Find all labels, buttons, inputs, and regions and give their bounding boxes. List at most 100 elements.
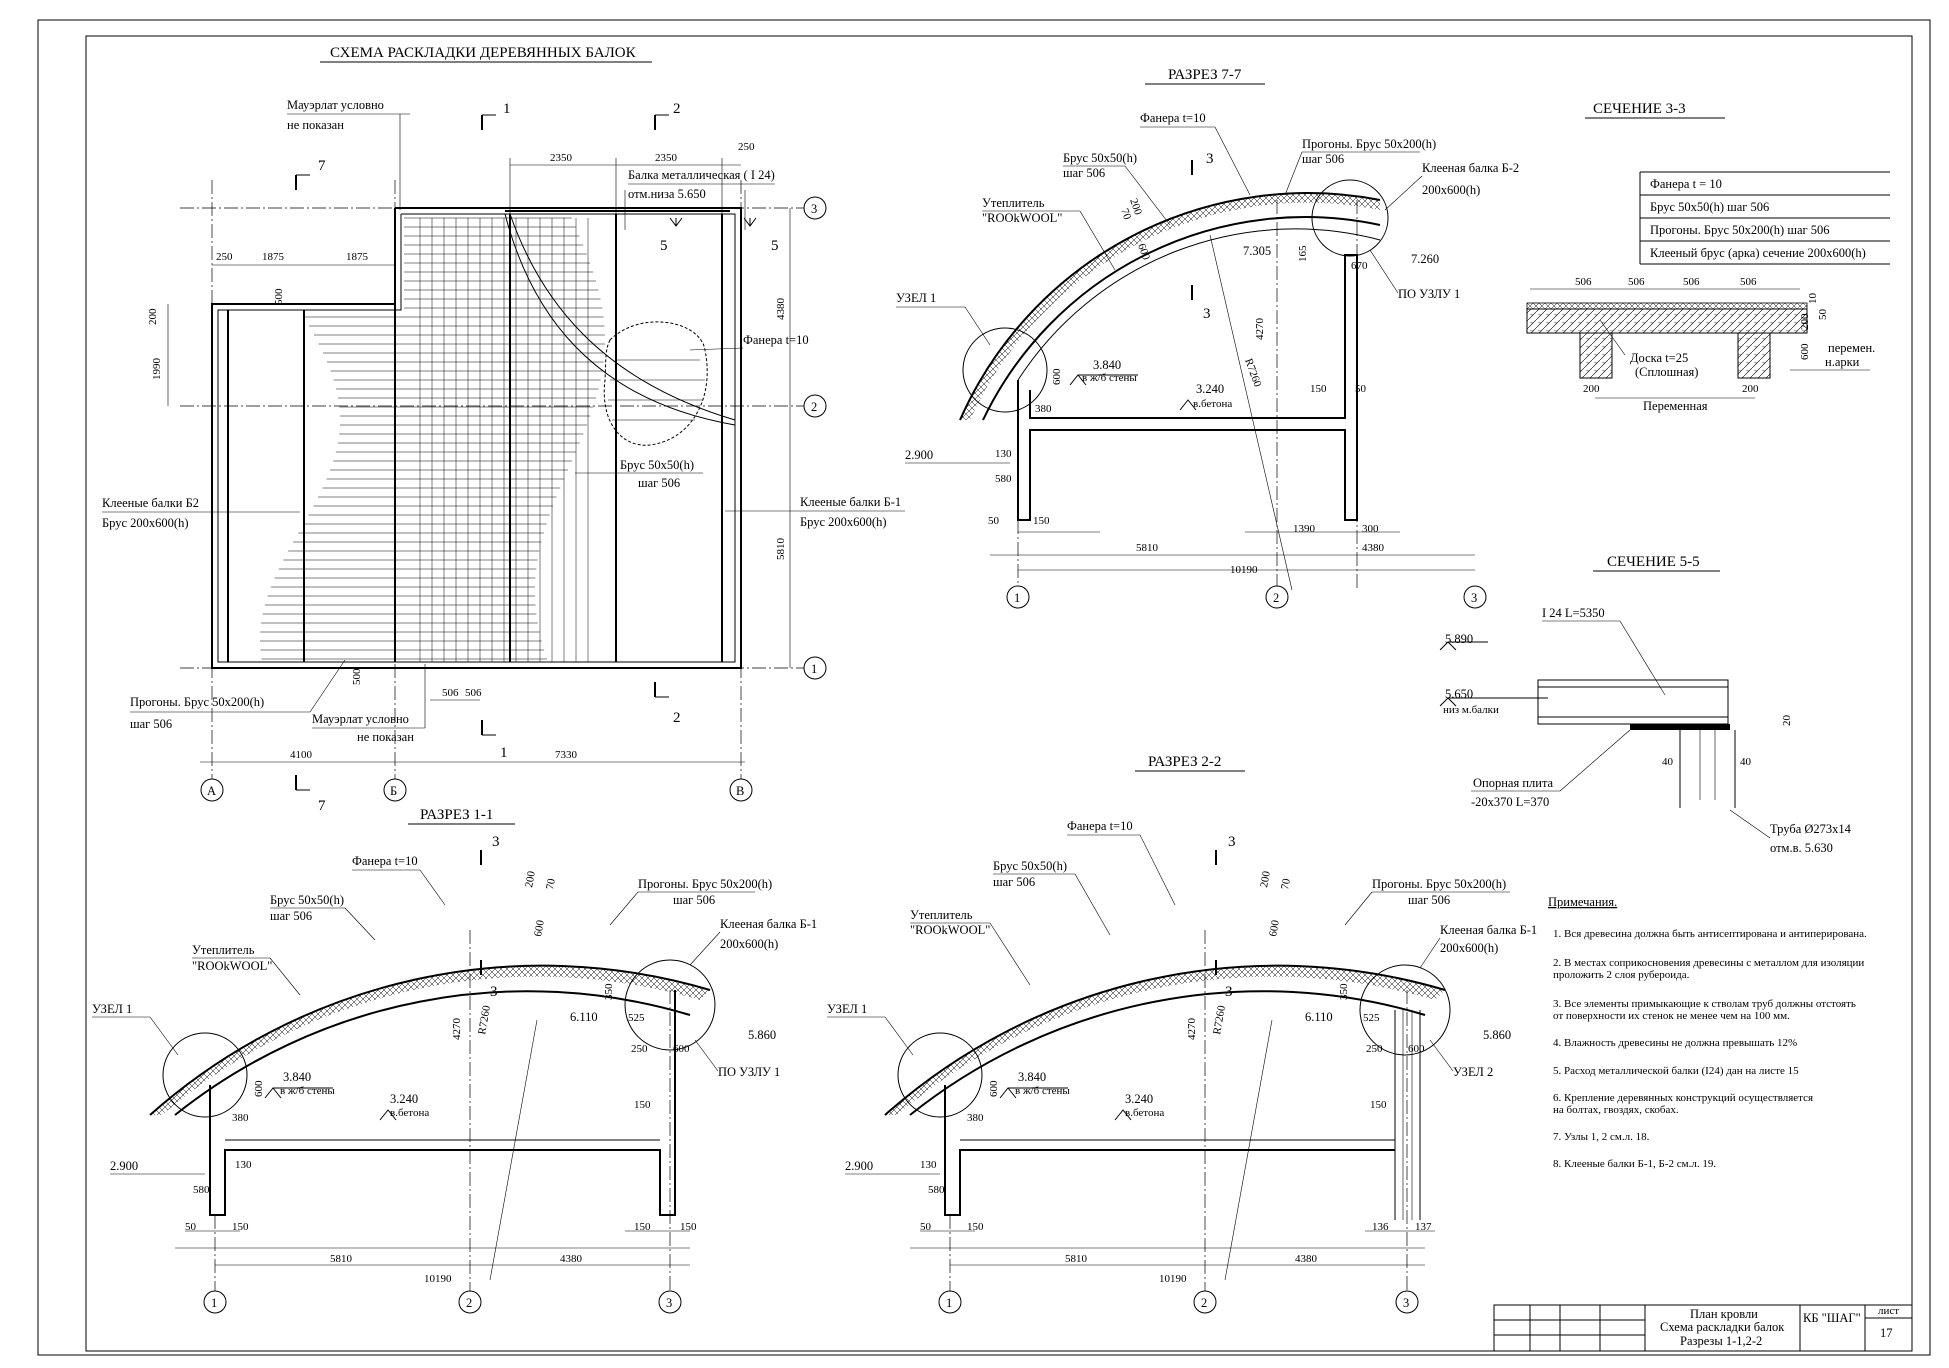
sec11-axis-3: 3 [658,1290,682,1314]
svg-text:Прогоны. Брус 50х200(h): Прогоны. Брус 50х200(h) [638,877,772,891]
svg-text:не показан: не показан [287,118,344,132]
svg-text:3: 3 [1471,591,1477,605]
inner-frame [85,35,1913,1352]
svg-text:отм.в. 5.630: отм.в. 5.630 [1770,841,1833,855]
plan-axis-b: Б [383,778,407,802]
svg-text:2350: 2350 [550,152,573,164]
svg-text:200: 200 [1742,383,1759,395]
svg-text:3: 3 [1228,834,1236,850]
svg-text:Фанера t=10: Фанера t=10 [743,333,809,347]
svg-text:шаг 506: шаг 506 [638,476,680,490]
sec22-axis-3: 3 [1395,1290,1419,1314]
svg-text:6.110: 6.110 [1305,1010,1333,1024]
svg-text:3: 3 [490,984,498,1000]
svg-text:в ж/б стены: в ж/б стены [1015,1085,1070,1097]
svg-text:Труба Ø273х14: Труба Ø273х14 [1770,822,1852,836]
svg-text:3: 3 [1203,306,1211,322]
plan-axis-1: 1 [803,656,827,680]
svg-text:5810: 5810 [330,1253,353,1265]
svg-text:130: 130 [235,1159,252,1171]
svg-text:3.840: 3.840 [1093,358,1121,372]
svg-text:УЗЕЛ 1: УЗЕЛ 1 [896,291,936,305]
svg-text:4380: 4380 [560,1253,583,1265]
svg-text:Фанера t=10: Фанера t=10 [1067,819,1133,833]
svg-text:1: 1 [1014,591,1020,605]
svg-text:580: 580 [928,1184,945,1196]
svg-text:в ж/б стены: в ж/б стены [1082,372,1137,384]
cut-2-bottom: 2 [654,682,681,726]
svg-text:506: 506 [1740,276,1757,288]
svg-text:Опорная плита: Опорная плита [1473,776,1554,790]
svg-text:Клееный брус (арка) сечение 2: Клееный брус (арка) сечение 200х600(h) [1650,246,1866,260]
svg-text:250: 250 [738,141,755,153]
svg-text:Клееная балка Б-1: Клееная балка Б-1 [1440,923,1537,937]
svg-text:3: 3 [666,1296,672,1310]
svg-text:Брус 50х50(h): Брус 50х50(h) [1063,151,1137,165]
svg-text:1875: 1875 [262,251,285,263]
svg-text:580: 580 [995,473,1012,485]
svg-text:5810: 5810 [1065,1253,1088,1265]
svg-text:СЕЧЕНИЕ 3-3: СЕЧЕНИЕ 3-3 [1593,101,1686,117]
plan-axis-2: 2 [803,394,827,418]
stamp-line3: Разрезы 1-1,2-2 [1680,1334,1762,1348]
svg-text:600: 600 [532,919,547,938]
svg-text:1875: 1875 [346,251,369,263]
svg-text:600: 600 [988,1080,1000,1097]
svg-text:Б: Б [390,784,397,798]
svg-text:7.305: 7.305 [1243,244,1271,258]
cut-7-top: 7 [295,158,326,190]
svg-text:137: 137 [1415,1221,1432,1233]
svg-text:250: 250 [216,251,233,263]
svg-text:УЗЕЛ 1: УЗЕЛ 1 [92,1002,132,1016]
svg-text:350: 350 [1338,983,1350,1000]
svg-text:1990: 1990 [151,358,163,381]
svg-text:5810: 5810 [1136,542,1159,554]
glued-beams [227,214,723,662]
svg-text:3: 3 [1403,1296,1409,1310]
svg-text:50: 50 [185,1221,197,1233]
svg-text:200: 200 [1799,313,1811,330]
section-7-7: РАЗРЕЗ 7-7 1 2 3 Фанера t=10 Брус 50х50(… [896,67,1519,609]
svg-text:500: 500 [273,288,285,305]
svg-text:А: А [207,784,216,798]
sec77-axis-1: 1 [1006,585,1030,609]
svg-text:в.бетона: в.бетона [1125,1107,1164,1119]
stamp-line1: План кровли [1690,1307,1758,1321]
svg-text:670: 670 [1351,260,1368,272]
section-3-3: СЕЧЕНИЕ 3-3 Фанера t = 10 Брус 50х50(h) … [1526,101,1890,413]
svg-text:Брус 200х600(h): Брус 200х600(h) [800,515,887,529]
svg-text:130: 130 [920,1159,937,1171]
svg-text:200: 200 [1583,383,1600,395]
svg-text:50: 50 [1355,383,1367,395]
sec11-axis-1: 1 [203,1290,227,1314]
sec22-axis-2: 2 [1193,1290,1217,1314]
svg-text:200х600(h): 200х600(h) [720,937,778,951]
cut-5-left: 5 [660,238,668,254]
svg-text:10190: 10190 [1159,1273,1187,1285]
svg-text:Брус 50х50(h): Брус 50х50(h) [270,893,344,907]
svg-text:506: 506 [1683,276,1700,288]
svg-text:В: В [736,784,744,798]
svg-text:Брус 50х50(h) шаг 506: Брус 50х50(h) шаг 506 [1650,200,1769,214]
svg-text:150: 150 [967,1221,984,1233]
sec77-axis-3: 3 [1463,585,1487,609]
svg-text:380: 380 [232,1112,249,1124]
cut-2-top: 2 [654,101,681,130]
svg-text:Клееная балка Б-1: Клееная балка Б-1 [720,917,817,931]
svg-text:в.бетона: в.бетона [1193,398,1232,410]
svg-text:380: 380 [967,1112,984,1124]
svg-text:1390: 1390 [1293,523,1316,535]
cut-7-bottom: 7 [295,775,326,814]
svg-text:шаг 506: шаг 506 [673,893,715,907]
svg-text:проложить 2 слоя рубероида.: проложить 2 слоя рубероида. [1553,969,1690,981]
svg-text:(Сплошная): (Сплошная) [1635,365,1698,379]
svg-text:-20х370 L=370: -20х370 L=370 [1471,795,1549,809]
stamp-line2: Схема раскладки балок [1660,1320,1785,1334]
svg-text:506: 506 [1628,276,1645,288]
svg-text:2.900: 2.900 [905,448,933,462]
svg-text:5810: 5810 [775,538,787,561]
svg-text:2: 2 [673,101,681,117]
svg-text:шаг 506: шаг 506 [993,875,1035,889]
svg-text:40: 40 [1740,756,1752,768]
cut-1-top: 1 [481,101,511,130]
